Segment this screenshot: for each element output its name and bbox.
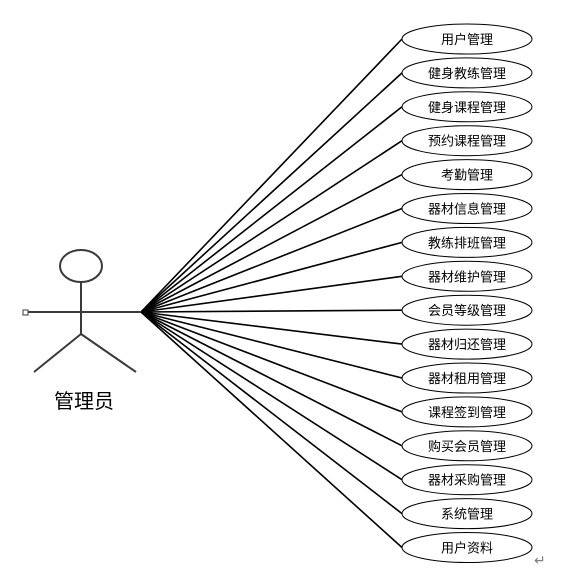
association-line [140,241,403,313]
use-case-label: 器材信息管理 [428,202,506,218]
association-line [140,311,403,379]
association-line [140,38,403,313]
use-case-label: 器材租用管理 [428,372,506,387]
association-line [140,275,403,313]
use-case-ellipse [401,260,533,292]
association-lines [140,38,403,549]
actor-stick-figure [22,249,141,373]
use-case-label: 健身教练管理 [428,66,506,82]
actor-left-leg [33,333,82,373]
association-line [140,311,403,413]
use-case: 健身课程管理 [401,91,533,123]
use-case: 教练排班管理 [401,226,533,258]
use-case-ellipse [401,532,533,563]
use-case-ellipse [401,396,533,428]
association-line [140,72,403,313]
use-case-ellipse [401,464,533,496]
association-line [140,309,403,313]
use-case-ellipse [401,23,533,55]
use-case-ellipse [401,362,533,394]
use-case: 系统管理 [401,498,533,530]
use-case: 健身教练管理 [401,57,533,89]
use-case-label: 系统管理 [441,508,493,523]
use-case: 购买会员管理 [401,430,533,462]
association-line [140,311,403,345]
use-case-label: 器材维护管理 [428,270,506,285]
use-case-ellipse [401,328,533,360]
association-line [140,311,403,447]
association-line [140,207,403,313]
use-case-label: 用户资料 [441,541,493,557]
use-case-label: 购买会员管理 [428,439,506,455]
actor-head [59,249,103,283]
use-case: 器材维护管理 [401,260,533,292]
use-case-list: 用户管理健身教练管理健身课程管理预约课程管理考勤管理器材信息管理教练排班管理器材… [401,23,533,563]
actor-arm-end-marker [22,309,29,316]
use-case-ellipse [401,226,533,258]
use-case-label: 预约课程管理 [428,135,506,150]
use-case-ellipse [401,430,533,462]
actor-right-leg [80,333,137,373]
use-case-label: 会员等级管理 [428,303,506,319]
use-case-label: 健身课程管理 [428,100,506,116]
use-case-ellipse [401,159,533,191]
use-case: 考勤管理 [401,159,533,191]
association-line [140,173,403,313]
use-case-ellipse [401,193,533,224]
use-case: 预约课程管理 [401,125,533,157]
use-case-label: 课程签到管理 [428,405,506,421]
association-line [140,311,403,515]
association-line [140,311,403,549]
use-case-ellipse [401,91,533,123]
use-case: 器材租用管理 [401,362,533,394]
use-case-label: 教练排班管理 [428,235,506,251]
use-case-ellipse [401,57,533,89]
use-case: 会员等级管理 [401,294,533,326]
use-case-ellipse [401,294,533,326]
association-line [140,311,403,481]
use-case: 器材信息管理 [401,193,533,224]
use-case-ellipse [401,498,533,530]
use-case-label: 器材采购管理 [428,473,506,489]
association-line [140,106,403,313]
association-line [140,140,403,313]
use-case-label: 器材归还管理 [428,338,506,353]
use-case-label: 考勤管理 [441,169,493,184]
paragraph-mark: ↵ [534,553,546,569]
use-case-ellipse [401,125,533,157]
use-case: 用户资料 [401,532,533,563]
use-case: 器材归还管理 [401,328,533,360]
use-case-label: 用户管理 [441,32,493,48]
use-case: 课程签到管理 [401,396,533,428]
use-case: 用户管理 [401,23,533,55]
use-case: 器材采购管理 [401,464,533,496]
actor-label: 管理员 [54,389,114,413]
